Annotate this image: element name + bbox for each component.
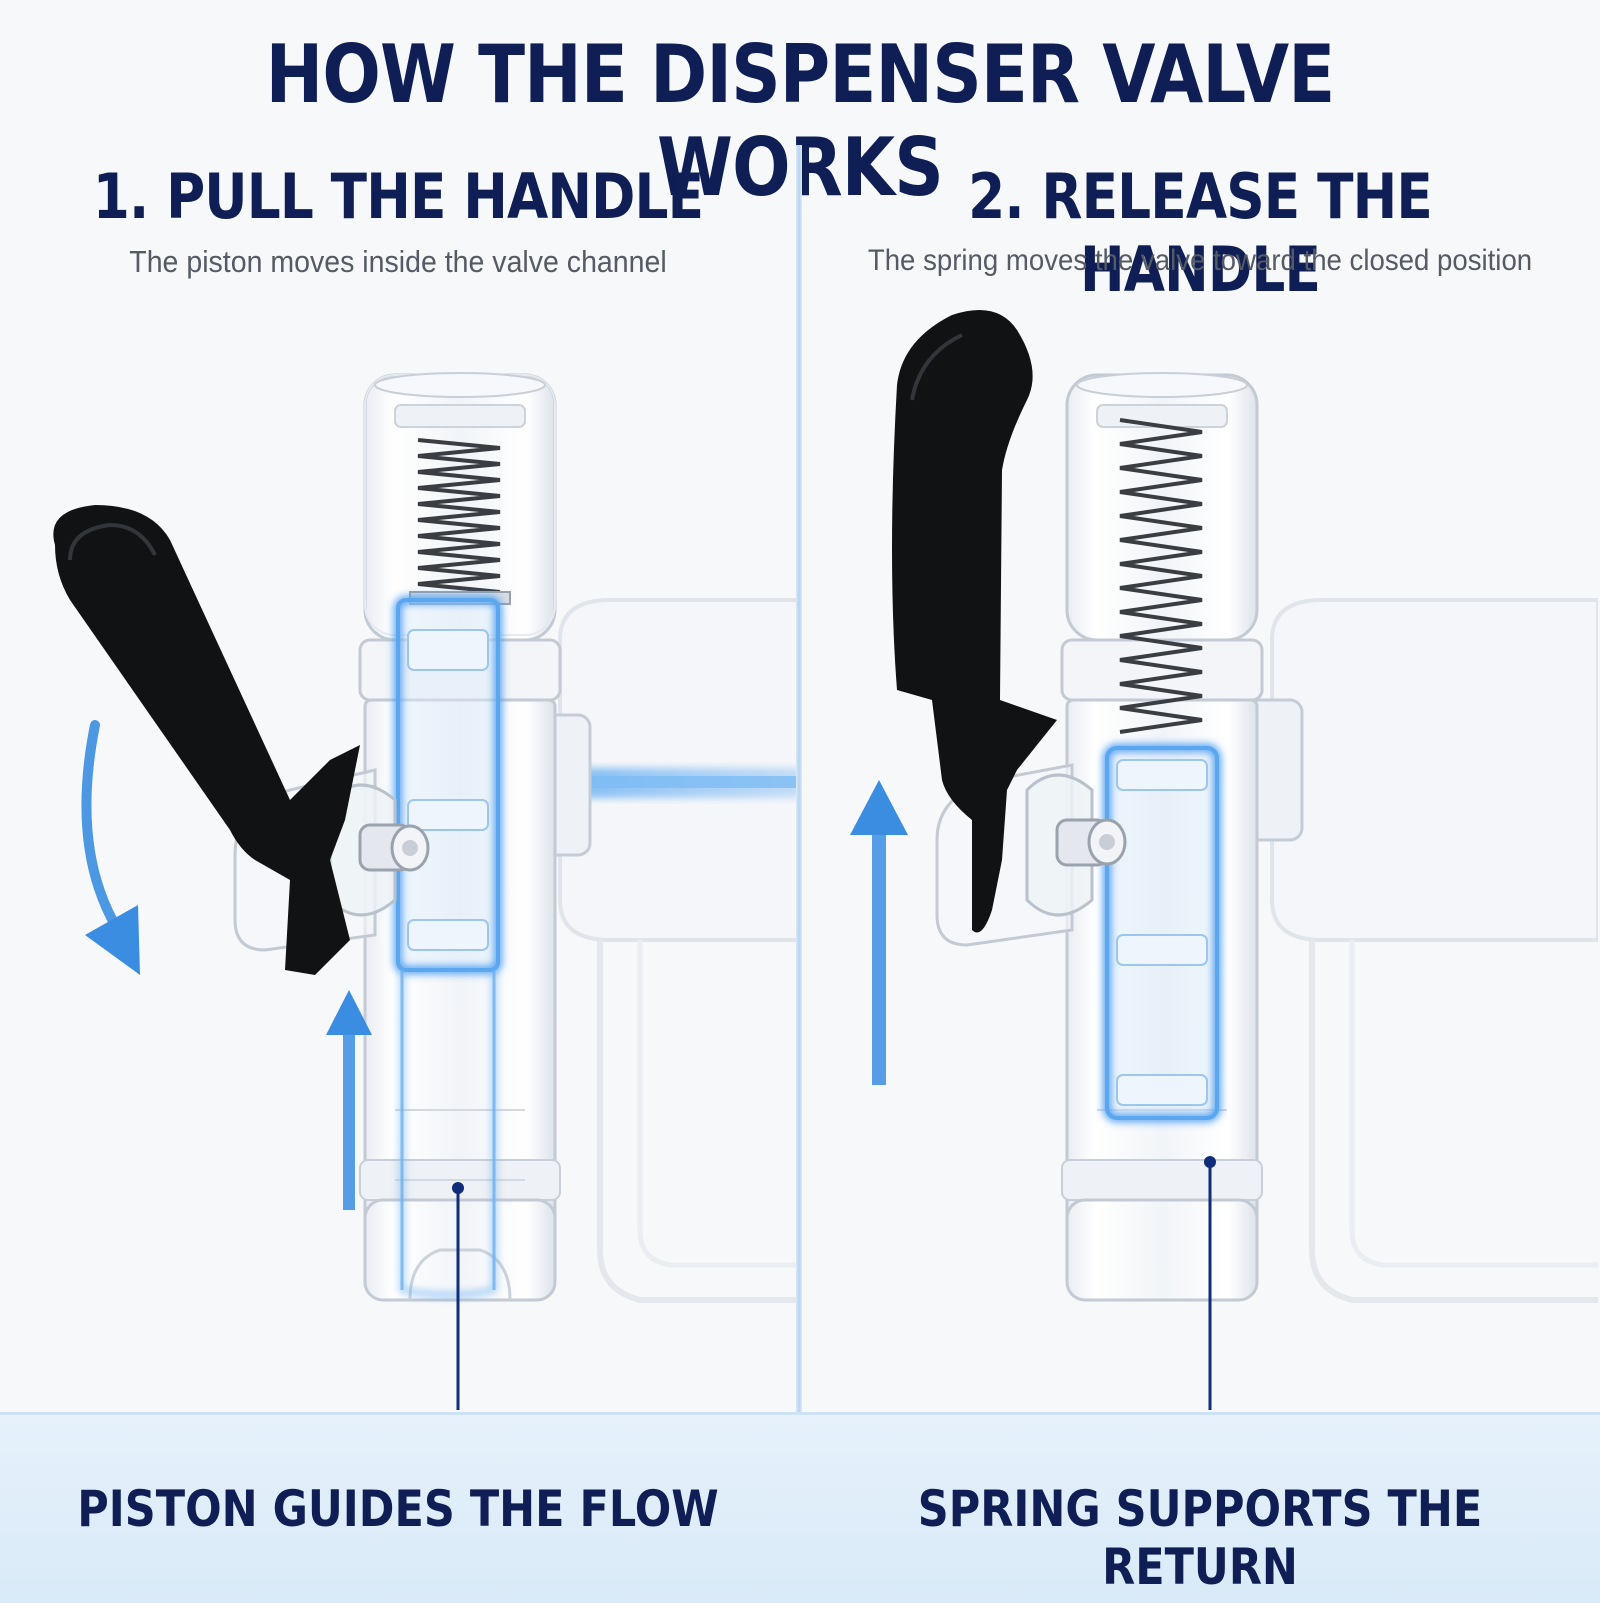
step-1-description: The piston moves inside the valve channe… [129, 244, 667, 279]
tank-body [558, 598, 796, 1303]
valve-body [1060, 372, 1264, 1302]
flow-up-arrow [326, 990, 372, 1210]
footer-band [0, 1412, 1600, 1603]
tank-body [1270, 598, 1598, 1303]
callout-line [1204, 1156, 1216, 1410]
step-2-caption: SPRING SUPPORTS THE RETURN [917, 1480, 1483, 1596]
pivot-pin [1055, 818, 1127, 867]
panel-divider [796, 145, 802, 1585]
spring [1119, 418, 1203, 734]
piston-highlight [394, 596, 502, 1298]
step-2-title: 2. RELEASE THE HANDLE [968, 160, 1433, 306]
step-2-panel: 2. RELEASE THE HANDLE The spring moves t… [802, 0, 1598, 1600]
handle-down-arrow [81, 720, 140, 975]
handle-lever [53, 505, 360, 975]
handle-lever [892, 310, 1057, 933]
step-1-panel: 1. PULL THE HANDLE The piston moves insi… [0, 0, 796, 1600]
return-up-arrow [850, 780, 908, 1085]
callout-line [452, 1182, 464, 1410]
step-2-description: The spring moves the valve toward the cl… [867, 244, 1533, 277]
spring-highlight [1103, 744, 1221, 1122]
step-2-valve-illustration [850, 310, 1598, 1410]
step-1-valve-illustration [53, 372, 796, 1410]
pivot-pin [358, 823, 430, 872]
step-1-caption: PISTON GUIDES THE FLOW [77, 1480, 719, 1538]
step-1-title: 1. PULL THE HANDLE [92, 160, 704, 233]
